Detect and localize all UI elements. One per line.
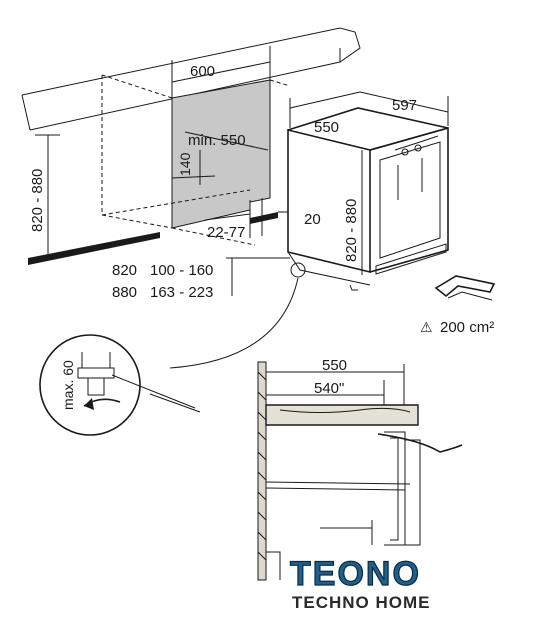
foot-callout: max. 60 <box>39 262 306 436</box>
floor-strip <box>28 212 278 265</box>
label-600: 600 <box>190 63 215 80</box>
label-section-inner: 540" <box>314 380 344 397</box>
label-ventilation: 200 cm² <box>440 319 494 336</box>
dim-plinth: 22-77 <box>204 198 263 241</box>
dim-appliance-top: 550 597 <box>289 91 449 136</box>
dim-appliance-height: 820 - 880 <box>343 150 363 275</box>
foot-table: 820 100 - 160 880 163 - 223 <box>112 257 290 301</box>
label-section-outer: 550 <box>322 357 347 374</box>
table-row1-height: 820 <box>112 262 137 279</box>
label-140: 140 <box>177 152 193 176</box>
table-row2-height: 880 <box>112 284 137 301</box>
appliance <box>287 107 449 291</box>
dim-min-550: min. 550 <box>184 131 269 151</box>
dim-niche-height: 820 - 880 <box>29 134 60 258</box>
warning-icon: ⚠ <box>420 319 433 335</box>
logo-title: TEONO <box>290 555 421 593</box>
label-gap-20: 20 <box>304 211 321 228</box>
dim-140: 140 <box>171 150 216 185</box>
label-appliance-depth: 550 <box>314 119 339 136</box>
label-min-550: min. 550 <box>188 132 246 149</box>
brand-logo: TEONO TECHNO HOME <box>289 554 431 612</box>
ventilation: ⚠ 200 cm² <box>420 275 496 336</box>
label-plinth: 22-77 <box>207 224 245 241</box>
worktop <box>21 27 361 131</box>
label-niche-height: 820 - 880 <box>29 169 46 232</box>
dim-gap-20: 20 <box>278 211 321 228</box>
label-appliance-height: 820 - 880 <box>343 199 360 262</box>
niche-outline <box>101 74 291 246</box>
section-view: 550 540" <box>257 357 463 581</box>
logo-subtitle: TECHNO HOME <box>292 593 431 612</box>
table-row2-range: 163 - 223 <box>150 284 213 301</box>
dim-600: 600 <box>171 46 271 100</box>
label-appliance-width: 597 <box>392 97 417 114</box>
label-foot-max: max. 60 <box>60 360 76 410</box>
table-row1-range: 100 - 160 <box>150 262 213 279</box>
